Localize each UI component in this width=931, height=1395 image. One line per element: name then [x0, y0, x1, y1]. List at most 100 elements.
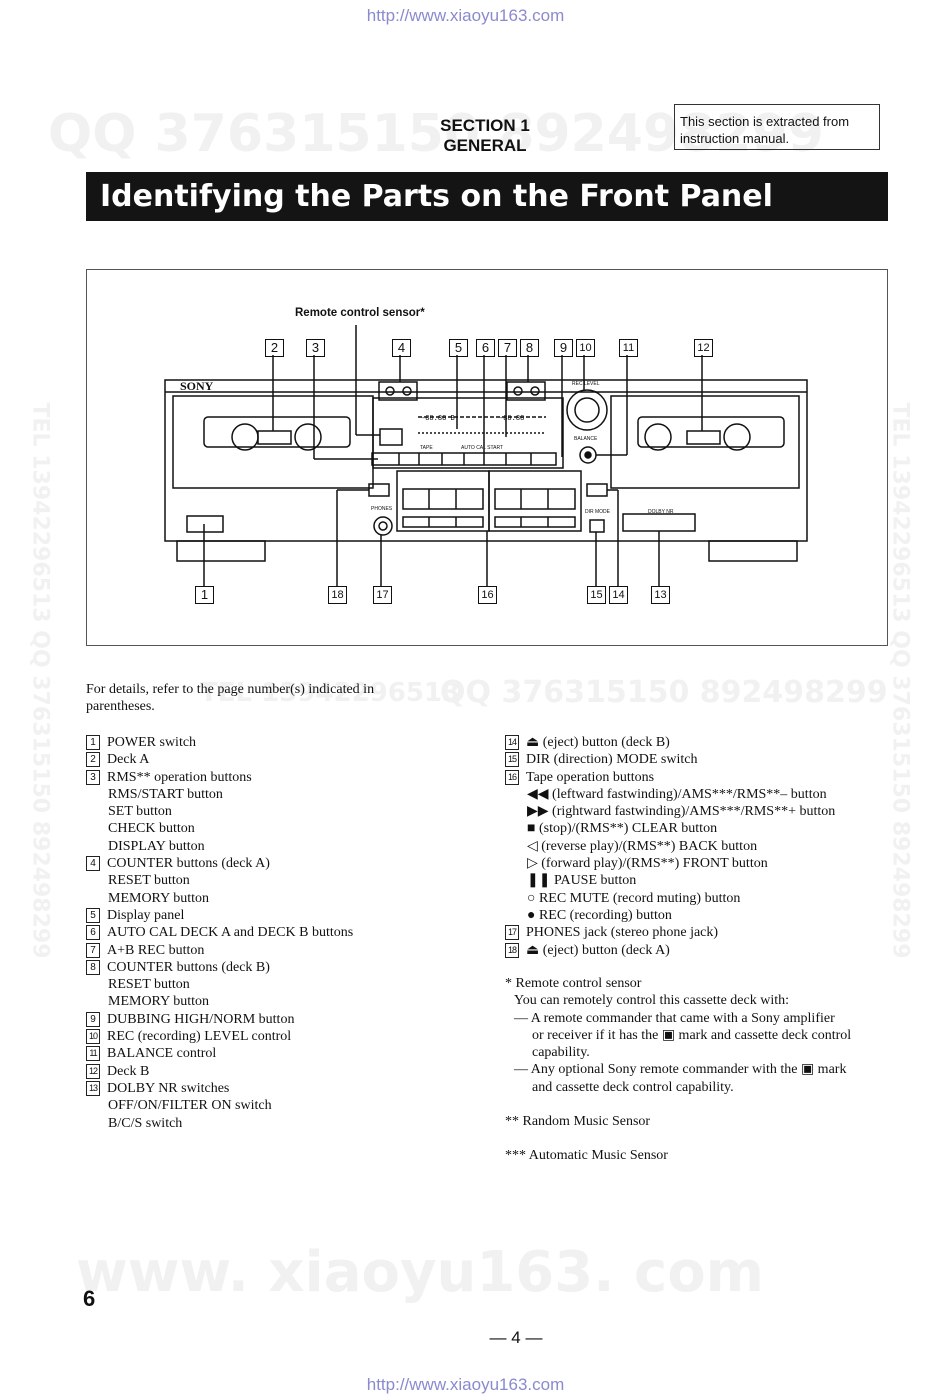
part-sub-item: B/C/S switch: [108, 1115, 183, 1131]
front-panel-diagram: SONY: [164, 325, 808, 586]
footnote-commander-1: — A remote commander that came with a So…: [514, 1010, 835, 1026]
part-sub-item: RESET button: [108, 873, 190, 889]
part-label: DUBBING HIGH/NORM button: [107, 1011, 295, 1027]
part-number: 10: [86, 1029, 100, 1045]
section-name: GENERAL: [443, 136, 527, 155]
deck-body: [164, 379, 808, 542]
part-number: 11: [86, 1046, 100, 1062]
part-number: 16: [505, 769, 519, 785]
part-label: DOLBY NR switches: [107, 1080, 230, 1096]
footnote-commander-2: or receiver if it has the ▣ mark and cas…: [532, 1027, 852, 1043]
callout-10: 10: [576, 339, 595, 357]
auto-cal-label: AUTO CAL START: [461, 445, 504, 451]
section-number: SECTION 1: [440, 116, 530, 135]
callout-8: 8: [520, 339, 539, 357]
part-label: ⏏ (eject) button (deck A): [526, 942, 670, 958]
footnote-remote-intro: You can remotely control this cassette d…: [514, 993, 790, 1009]
callout-17: 17: [373, 586, 392, 604]
callout-6: 6: [476, 339, 495, 357]
part-number: 7: [86, 942, 100, 958]
footnote-ams: *** Automatic Music Sensor: [505, 1148, 668, 1164]
phones-jack: [373, 516, 393, 536]
part-number: 17: [505, 925, 519, 941]
callout-11: 11: [619, 339, 638, 357]
footnote-commander-3: capability.: [532, 1045, 590, 1061]
part-label: REC (recording) LEVEL control: [107, 1029, 292, 1045]
foot-right: [708, 540, 798, 562]
sony-logo: SONY: [180, 379, 214, 393]
callout-18: 18: [328, 586, 347, 604]
callout-13: 13: [651, 586, 670, 604]
part-sub-item: MEMORY button: [108, 994, 209, 1010]
footnotes: * Remote control sensor You can remotely…: [505, 975, 905, 1165]
watermark-left-vertical: TEL 13942296513 QQ 376315150 892498299: [27, 402, 53, 959]
extract-note-line1: This section is extracted from: [680, 114, 850, 129]
dolby-switches: [622, 513, 696, 532]
part-number: 4: [86, 856, 100, 872]
part-sub-item: DISPLAY button: [108, 838, 205, 854]
callout-12: 12: [694, 339, 713, 357]
footnote-remote-sensor: * Remote control sensor: [505, 976, 642, 991]
part-number: 12: [86, 1063, 100, 1079]
part-sub-item: SET button: [108, 804, 172, 820]
header-url[interactable]: http://www.xiaoyu163.com: [366, 6, 565, 25]
part-sub-item: RESET button: [108, 977, 190, 993]
part-label: Deck B: [107, 1063, 150, 1079]
page-number: 6: [83, 1286, 96, 1311]
part-sub-item: OFF/ON/FILTER ON switch: [108, 1098, 272, 1114]
watermark-mid: QQ 376315150 892498299: [440, 675, 888, 710]
deck-b: [610, 395, 800, 489]
part-label: COUNTER buttons (deck A): [107, 856, 270, 872]
part-item: 3 RMS** operation buttons: [86, 769, 466, 786]
callout-14: 14: [609, 586, 628, 604]
part-item: 14⏏ (eject) button (deck B): [505, 734, 905, 751]
part-label: Tape operation buttons: [526, 769, 655, 785]
foot-left: [176, 540, 266, 562]
display-readout-a: -88.88 B: [421, 414, 455, 422]
transport-b: [488, 470, 582, 532]
footnote-optional-2: and cassette deck control capability.: [532, 1079, 734, 1095]
part-label: PHONES jack (stereo phone jack): [526, 925, 719, 941]
footnote-rms: ** Random Music Sensor: [505, 1114, 651, 1130]
intro-line-1: For details, refer to the page number(s)…: [86, 682, 375, 697]
part-sub-item: ❚❚ PAUSE button: [527, 873, 637, 889]
section-heading: SECTION 1 GENERAL: [410, 116, 560, 156]
part-number: 5: [86, 907, 100, 923]
eject-button-b: [586, 483, 608, 497]
part-number: 2: [86, 752, 100, 768]
part-number: 1: [86, 735, 100, 750]
callout-5: 5: [449, 339, 468, 357]
footnote-optional-1: — Any optional Sony remote commander wit…: [514, 1062, 847, 1078]
page-title: Identifying the Parts on the Front Panel: [86, 172, 888, 221]
part-item: 17 PHONES jack (stereo phone jack): [505, 924, 905, 941]
part-label: RMS** operation buttons: [107, 769, 252, 785]
part-sub-item: MEMORY button: [108, 890, 209, 906]
callout-3: 3: [306, 339, 325, 357]
dir-mode-switch: [589, 519, 605, 533]
part-number: 3: [86, 769, 100, 785]
eject-button-a: [368, 483, 390, 497]
rec-level-knob: [566, 389, 608, 431]
dolby-label: DOLBY NR: [648, 509, 674, 515]
tape-label: TAPE: [420, 445, 433, 451]
part-item: 10 REC (recording) LEVEL control: [86, 1028, 466, 1045]
remote-sensor-window: [379, 428, 403, 446]
part-item: 16 Tape operation buttons: [505, 769, 905, 786]
part-item: 4 COUNTER buttons (deck A): [86, 855, 466, 872]
footer-url[interactable]: http://www.xiaoyu163.com: [366, 1375, 565, 1394]
display-readout-b: -88.88: [499, 414, 525, 422]
part-number: 18: [505, 942, 519, 958]
rec-level-label: REC LEVEL: [572, 381, 600, 387]
watermark-top: QQ 376315150 892498299: [48, 104, 824, 164]
part-item: 18 ⏏ (eject) button (deck A): [505, 942, 905, 959]
display-panel: [372, 397, 564, 469]
part-number: 8: [86, 959, 100, 975]
transport-a: [396, 470, 490, 532]
